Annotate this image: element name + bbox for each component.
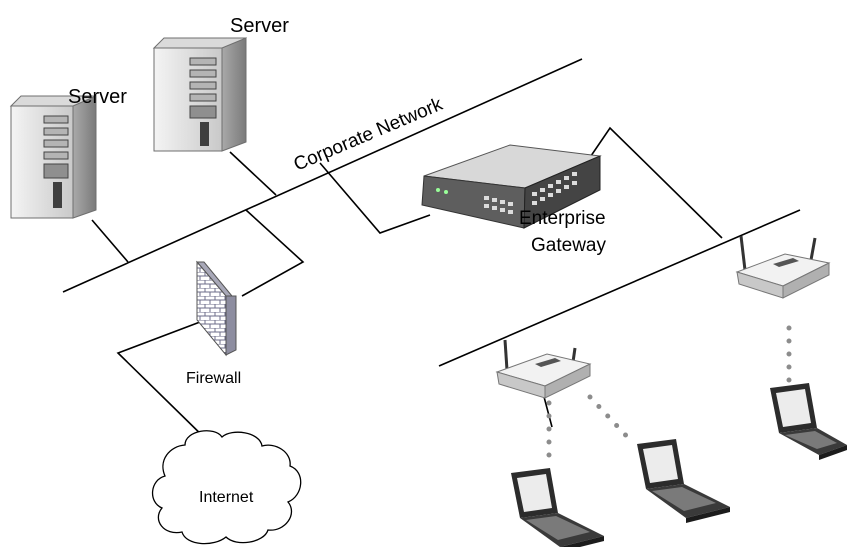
server-left-link [91,219,129,263]
enterprise-gateway-label: Gateway [531,235,606,256]
gateway-backbone-link [319,162,431,234]
corporate-network-label: Corporate Network [291,94,446,176]
laptop-icon [637,439,730,523]
server-label: Server [230,15,289,37]
server-right-link [229,151,277,196]
firewall-backbone-link [241,209,305,297]
server-icon [152,37,248,152]
server-icon [9,95,97,219]
wireless-links [546,325,792,469]
internet-label: Internet [199,489,254,506]
laptop-icon [770,383,847,460]
laptop-icon [511,468,604,547]
enterprise-gateway-label: Enterprise [519,208,606,229]
access-point-icon [495,339,592,399]
wireless-segment-line [438,209,801,367]
firewall-internet-link [116,321,214,447]
firewall-label: Firewall [186,370,241,387]
corporate-network-backbone [62,58,583,293]
access-point-icon [735,235,831,299]
cloud-icon [151,430,302,545]
gateway-switch-icon [421,144,602,229]
wireless-link-ap1-laptop2 [587,394,636,446]
firewall-icon [195,260,237,357]
server-label: Server [68,86,127,108]
